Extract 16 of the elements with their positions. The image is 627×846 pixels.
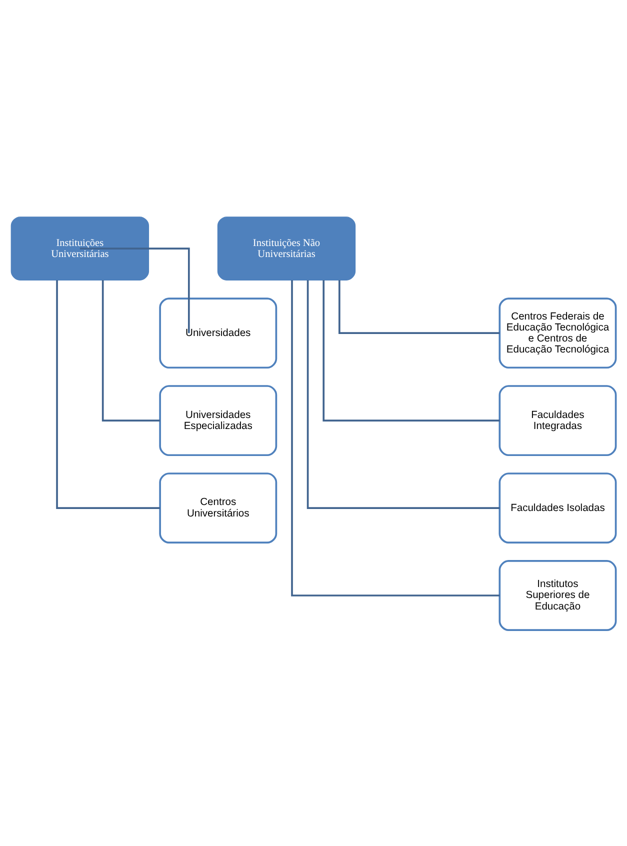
node-box: Centros Federais de Educação Tecnológica e Centros de Educação Tecnológica [498, 297, 617, 368]
node-box: Faculdades Isoladas [498, 472, 617, 543]
connector [102, 280, 160, 421]
connector [80, 247, 190, 333]
node-box: Instituições Não Universitárias [217, 216, 356, 280]
node-box: Centros Universitários [159, 472, 278, 543]
node-box: Institutos Superiores de Educação [498, 560, 617, 630]
connector [322, 280, 500, 421]
node-box: Universidades Especializadas [159, 384, 278, 456]
connector [338, 280, 500, 334]
connector [56, 280, 160, 508]
node-box: Faculdades Integradas [498, 384, 617, 456]
node-box: Instituições Universitárias [10, 216, 150, 280]
connector [306, 280, 500, 508]
connector [291, 280, 500, 596]
node-box: Universidades [159, 297, 278, 368]
